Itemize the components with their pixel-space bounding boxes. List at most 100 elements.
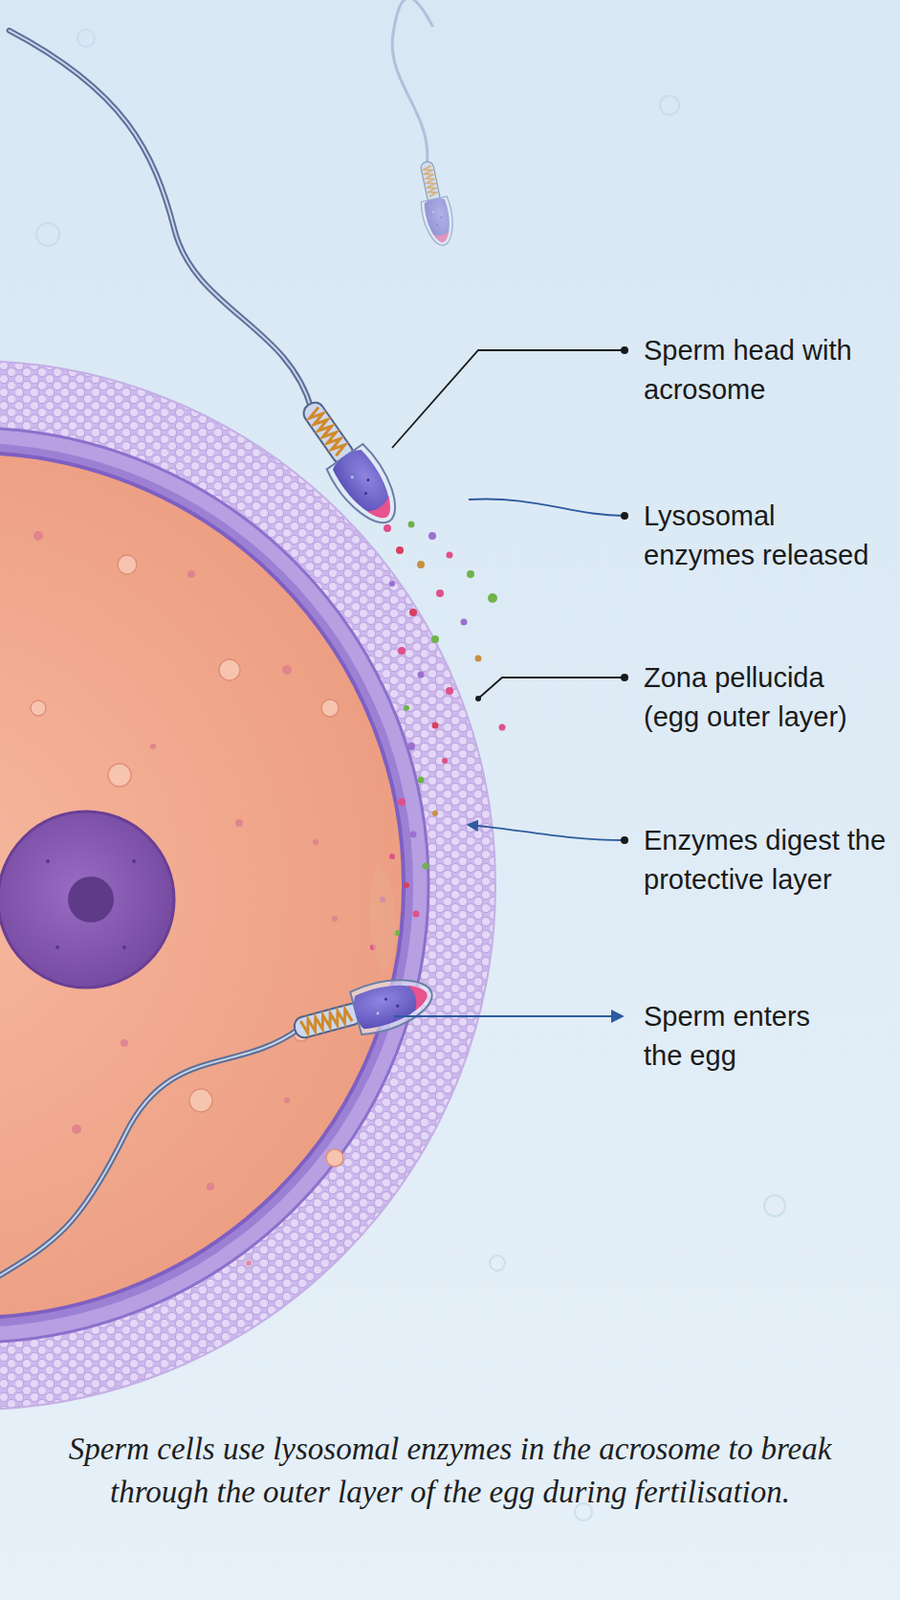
callout-label: Sperm enters the egg — [643, 996, 831, 1075]
cytoplasm-vacuoles — [108, 763, 132, 787]
enzyme-particles — [417, 671, 425, 679]
leader-lines — [394, 1014, 622, 1017]
digestion-patch — [369, 860, 396, 976]
background-bubbles — [489, 1254, 505, 1271]
background-bubbles — [764, 1194, 786, 1216]
cytoplasm-granules — [282, 664, 292, 675]
enzyme-particles — [397, 797, 406, 806]
sperm-approaching — [288, 391, 410, 535]
cytoplasm-vacuoles — [117, 554, 137, 574]
nucleus-specks — [131, 858, 136, 863]
enzyme-particles — [431, 635, 440, 643]
cytoplasm-granules — [150, 743, 156, 749]
enzyme-particles — [487, 592, 498, 603]
leader-lines — [468, 498, 625, 516]
leader-dots — [475, 695, 482, 702]
enzyme-particles — [417, 776, 425, 784]
leader-dots — [620, 511, 629, 520]
zona-pellucida — [0, 427, 429, 1342]
enzyme-particles — [499, 724, 506, 731]
leader-dots — [475, 346, 629, 844]
sperm-entering — [288, 968, 439, 1053]
enzyme-particles — [395, 546, 404, 554]
enzyme-particles — [422, 862, 430, 870]
enzyme-particles — [460, 618, 468, 626]
cytoplasm-vacuoles — [219, 658, 241, 681]
enzyme-particles — [413, 910, 420, 918]
callout-label: Sperm head with acrosome — [643, 330, 857, 409]
enzyme-particles — [409, 608, 418, 616]
figure-caption: Sperm cells use lysosomal enzymes in the… — [57, 1426, 843, 1513]
nucleolus — [67, 876, 114, 922]
enzyme-particles — [432, 810, 439, 816]
enzyme-particles — [445, 686, 454, 695]
enzyme-particles — [389, 853, 396, 859]
leader-dots — [620, 346, 629, 354]
leader-lines — [392, 350, 625, 1016]
enzyme-particles — [383, 524, 392, 532]
enzyme-particles — [407, 742, 416, 750]
enzyme-particles — [397, 646, 406, 655]
cytoplasm-vacuoles — [321, 699, 339, 717]
cytoplasm-granules — [187, 570, 196, 578]
enzyme-particles — [436, 589, 444, 597]
zona-inner-band — [0, 442, 414, 1327]
enzyme-particles — [432, 722, 440, 729]
egg-cell — [0, 360, 496, 1409]
cytoplasm-granules — [331, 915, 338, 922]
cytoplasm-granules — [235, 818, 243, 827]
nucleus-specks — [45, 858, 136, 949]
sperm-faint — [381, 0, 461, 167]
enzyme-particles — [446, 551, 454, 559]
cytoplasm-granules — [284, 1097, 290, 1103]
caption-text: Sperm cells use lysosomal enzymes in the… — [57, 1426, 843, 1513]
enzyme-particles — [403, 704, 410, 711]
enzyme-particles — [389, 580, 396, 587]
enzyme-particles — [410, 831, 418, 838]
callout-label: Lysosomal enzymes released — [643, 496, 888, 574]
callout-text: Sperm enters the egg — [643, 996, 831, 1075]
enzyme-particles — [475, 655, 483, 662]
leader-lines — [468, 824, 625, 840]
leader-dots — [620, 673, 629, 681]
cytoplasm-vacuoles — [189, 1088, 213, 1112]
callout-label: Enzymes digest the protective layer — [643, 820, 895, 899]
egg-nucleus — [0, 811, 175, 988]
corona-radiata — [0, 360, 496, 1409]
sperm-faint — [377, 0, 478, 248]
cytoplasm-vacuoles — [30, 700, 46, 716]
enzyme-particles — [408, 521, 416, 528]
leader-lines — [392, 350, 625, 448]
background-bubbles — [77, 29, 95, 47]
leader-lines — [478, 677, 625, 699]
nucleus-specks — [122, 944, 127, 949]
sperm-approaching — [9, 5, 323, 427]
sperm-entering — [0, 1028, 342, 1278]
enzyme-particles — [428, 531, 437, 540]
sperm-entering — [0, 1028, 342, 1278]
cytoplasm-granules — [71, 1123, 82, 1134]
enzyme-particles — [403, 881, 410, 888]
cytoplasm-granules — [33, 530, 44, 541]
cytoplasm-granules — [33, 530, 338, 1266]
callout-text: Enzymes digest the protective layer — [643, 820, 895, 899]
callout-text: Lysosomal enzymes released — [643, 496, 888, 574]
sperm-approaching — [9, 0, 411, 539]
callout-label: Zona pellucida (egg outer layer) — [643, 658, 879, 736]
cytoplasm-vacuoles — [326, 1148, 344, 1166]
enzyme-particles — [466, 570, 475, 578]
cytoplasm-granules — [120, 1038, 129, 1047]
callout-text: Zona pellucida (egg outer layer) — [643, 658, 879, 736]
enzyme-particles — [441, 757, 448, 764]
sperm-approaching — [9, 5, 323, 427]
background-bubbles — [36, 222, 60, 246]
nucleus-specks — [45, 858, 50, 863]
cytoplasm-granules — [312, 838, 319, 845]
callout-text: Sperm head with acrosome — [643, 330, 857, 409]
background-bubbles — [659, 95, 680, 115]
sperm-faint — [412, 158, 459, 248]
cytoplasm-granules — [206, 1182, 215, 1190]
nucleus-specks — [55, 944, 60, 949]
